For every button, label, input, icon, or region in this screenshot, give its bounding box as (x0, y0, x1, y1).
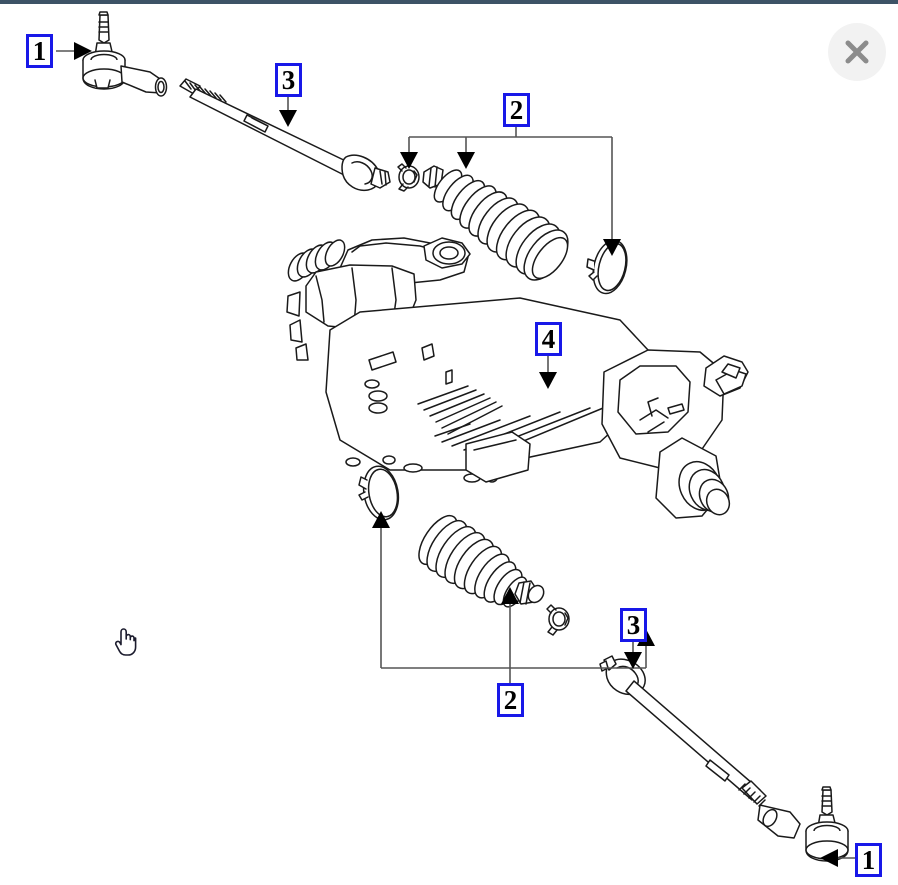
top-divider-rule (0, 0, 898, 4)
part-boot-clamp-large-lower (358, 465, 400, 521)
part-boot-clamp-small-upper (397, 163, 420, 192)
leader-lines (56, 50, 855, 859)
callout-3-top[interactable]: 3 (275, 63, 302, 97)
part-outer-tie-rod-end-lower-right (757, 786, 849, 862)
callout-4-center[interactable]: 4 (535, 322, 562, 356)
callout-1-bottom-right[interactable]: 1 (855, 843, 882, 877)
part-steering-gear-rack-assembly (286, 237, 749, 519)
close-x-icon (845, 40, 869, 64)
part-outer-tie-rod-end-upper-left (82, 11, 168, 97)
part-bellows-boot-lower (418, 514, 545, 608)
callout-1-top-left[interactable]: 1 (26, 34, 53, 68)
part-boot-clamp-small-lower (546, 604, 570, 636)
part-inner-tie-rod-lower (599, 655, 767, 807)
callout-3-bottom[interactable]: 3 (620, 608, 647, 642)
close-button[interactable] (828, 23, 886, 81)
callout-2-bottom[interactable]: 2 (497, 683, 524, 717)
callout-2-top[interactable]: 2 (503, 93, 530, 127)
part-bellows-boot-upper (422, 165, 569, 281)
part-inner-tie-rod-upper (179, 78, 391, 192)
